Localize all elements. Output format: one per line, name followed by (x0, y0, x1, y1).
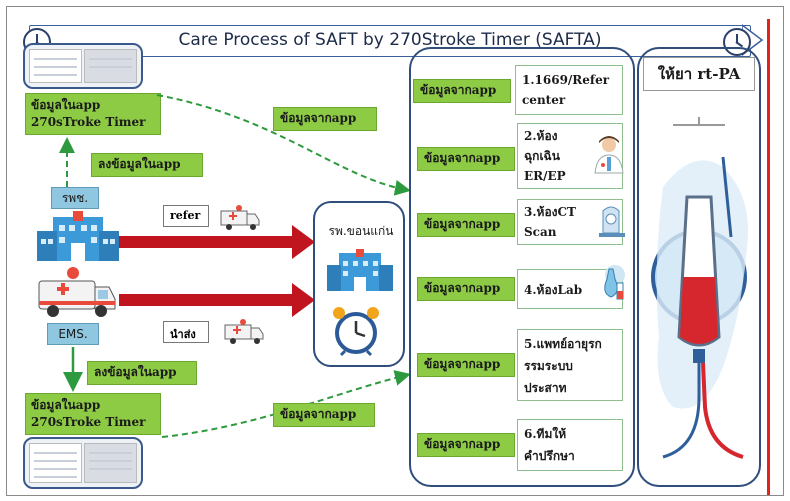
step-5-box: 5.แพทย์อายุรก รรมระบบ ประสาท (517, 329, 623, 401)
khon-kaen-hospital-label: รพ.ขอนแก่น (328, 224, 394, 238)
data-from-app-label-bottom: ข้อมูลจากapp (273, 403, 375, 427)
enter-data-label-bottom: ลงข้อมูลในapp (87, 361, 197, 385)
send-label: นำส่ง (163, 321, 209, 343)
hospital-icon (327, 249, 393, 291)
step-5-line: รรมระบบ (524, 359, 573, 373)
clock-icon (723, 28, 751, 56)
ct-scanner-icon (599, 206, 625, 237)
app-data-line: 270sTroke Timer (31, 115, 146, 129)
app-data-line: ข้อมูลในapp (31, 398, 101, 412)
rtpa-panel (637, 47, 761, 487)
app-screenshot-thumbnail (23, 437, 143, 489)
rtpa-label: ให้ยา rt-PA (643, 57, 755, 91)
step-2-line: 2.ห้อง (524, 129, 558, 143)
app-screenshot-thumbnail (23, 43, 143, 89)
diagram-frame: Care Process of SAFT by 270Stroke Timer … (6, 6, 784, 496)
step-4-line: 4.ห้องLab (524, 283, 583, 297)
step-2-data-label: ข้อมูลจากapp (417, 147, 515, 171)
ambulance-icon (224, 319, 264, 344)
step-3-line: 3.ห้องCT (524, 205, 576, 219)
khon-kaen-hospital-panel: รพ.ขอนแก่น (313, 201, 405, 367)
alarm-clock-icon (333, 307, 379, 357)
step-1-line: center (522, 93, 566, 107)
app-data-line: ข้อมูลในapp (31, 98, 101, 112)
refer-arrow-head (292, 225, 315, 259)
connector-layer (59, 94, 411, 438)
doctor-icon (594, 136, 624, 174)
step-3-data-label: ข้อมูลจากapp (417, 213, 515, 237)
step-5-line: ประสาท (524, 381, 567, 395)
step-6-box: 6.ทีมให้ คำปรึกษา (517, 419, 623, 471)
step-1-data-label: ข้อมูลจากapp (413, 79, 511, 103)
red-deadline-line (767, 19, 770, 495)
step-6-line: คำปรึกษา (524, 449, 575, 463)
lab-icon (604, 265, 625, 300)
data-flow-curve-top (156, 94, 411, 196)
step-5-data-label: ข้อมูลจากapp (417, 353, 515, 377)
step-1-box: 1.1669/Refer center (515, 65, 623, 115)
app-data-box-top: ข้อมูลในapp 270sTroke Timer (25, 93, 161, 135)
iv-drip-icon (643, 117, 755, 465)
step-4-data-label: ข้อมูลจากapp (417, 277, 515, 301)
care-steps-panel (409, 47, 635, 487)
enter-data-label-top: ลงข้อมูลในapp (91, 153, 203, 177)
refer-label: refer (163, 205, 209, 227)
diagram-title: Care Process of SAFT by 270Stroke Timer … (178, 30, 602, 50)
ambulance-icon (38, 267, 116, 317)
data-from-app-label-top: ข้อมูลจากapp (273, 107, 377, 131)
app-data-box-bottom: ข้อมูลในapp 270sTroke Timer (25, 393, 161, 435)
hospital-icon (37, 211, 119, 261)
refer-arrow-body (119, 236, 294, 248)
ambulance-icon (220, 205, 260, 230)
step-5-line: 5.แพทย์อายุรก (524, 337, 602, 351)
step-3-line: Scan (524, 225, 557, 239)
send-arrow-body (119, 294, 294, 306)
step-1-line: 1.1669/Refer (522, 73, 610, 87)
step-6-data-label: ข้อมูลจากapp (417, 433, 515, 457)
ems-label: EMS. (47, 323, 99, 345)
step-2-line: ฉุกเฉิน (524, 149, 560, 163)
community-hospital-label: รพช. (51, 187, 99, 209)
step-6-line: 6.ทีมให้ (524, 427, 567, 441)
step-2-line: ER/EP (524, 169, 566, 183)
send-arrow-head (292, 283, 315, 317)
app-data-line: 270sTroke Timer (31, 415, 146, 429)
